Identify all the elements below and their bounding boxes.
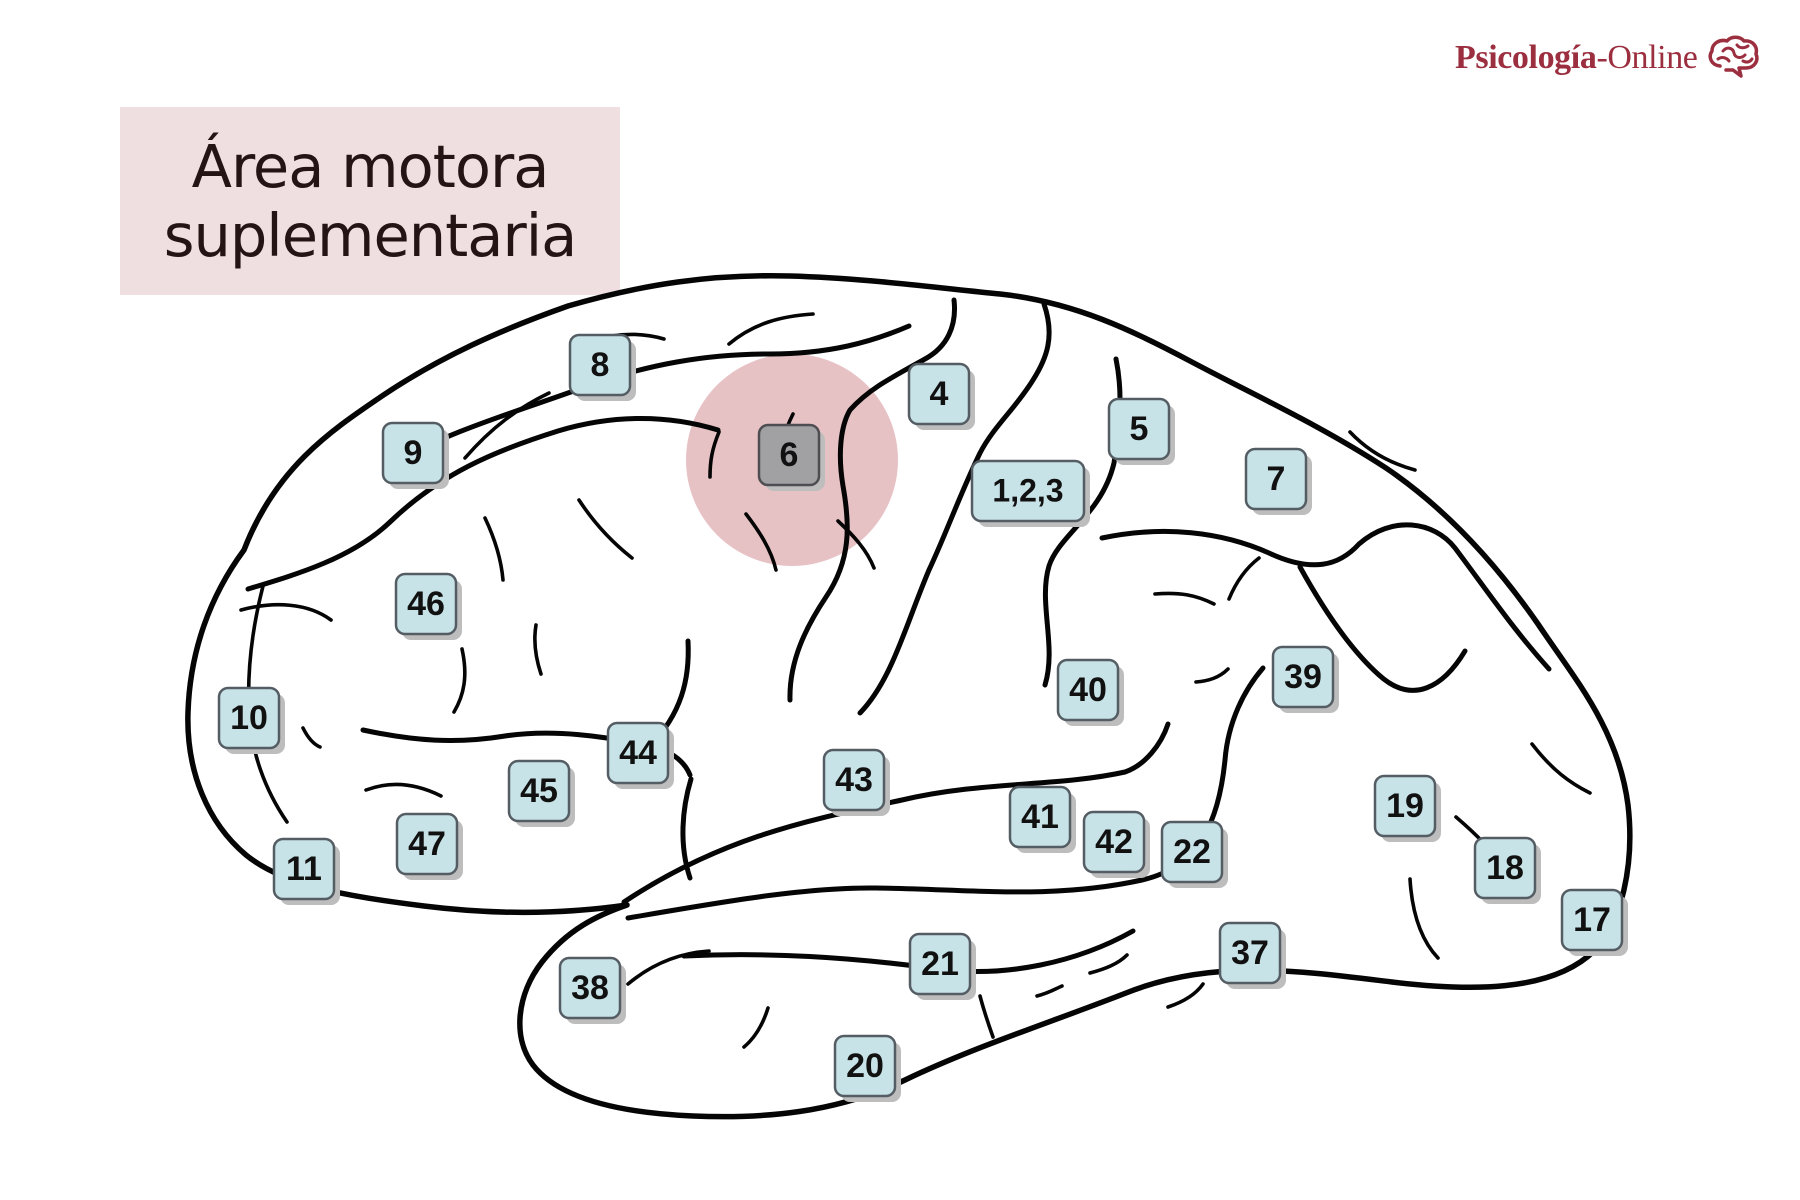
inferior-frontal-gyrus-sulcus — [364, 782, 443, 798]
inferior-temporal-sulcus — [681, 928, 1136, 974]
area-label-19-text: 19 — [1386, 787, 1424, 825]
frontal-sulcus-small-5 — [483, 516, 505, 582]
ascending-ramus — [680, 776, 694, 881]
area-label-17-text: 17 — [1573, 901, 1611, 939]
area-label-6[interactable]: 6 — [757, 423, 825, 491]
frontal-sulcus-small-11 — [836, 519, 876, 570]
brand-name: Psicología-Online — [1455, 39, 1698, 77]
inferior-frontal-sulcus — [245, 416, 721, 592]
area-label-40[interactable]: 40 — [1056, 658, 1124, 726]
title-line-1: Área motora — [191, 131, 550, 201]
brain-outline — [185, 273, 1633, 1120]
superior-frontal-sulcus — [385, 323, 912, 469]
area-label-4-text: 4 — [930, 375, 949, 413]
area-label-9-text: 9 — [404, 434, 423, 472]
area-label-9[interactable]: 9 — [381, 421, 449, 489]
area-label-6-text: 6 — [780, 436, 799, 474]
frontal-sulcus-small-4 — [577, 498, 634, 560]
area-label-4[interactable]: 4 — [907, 362, 975, 430]
parietal-sulcus-2 — [1227, 556, 1261, 601]
parietal-sulcus-3 — [1348, 430, 1417, 472]
parietal-sulcus-4 — [1194, 667, 1230, 684]
area-label-1-2-3[interactable]: 1,2,3 — [970, 459, 1090, 527]
area-label-22[interactable]: 22 — [1160, 820, 1228, 888]
frontal-sulcus-small-12 — [301, 726, 322, 749]
temporal-sulcus-small-5 — [1166, 982, 1205, 1009]
area-labels: 8 9 6 4 5 1,2,3 7 — [217, 333, 1628, 1102]
brand-name-light: -Online — [1596, 39, 1698, 76]
area-label-10[interactable]: 10 — [217, 686, 285, 754]
area-label-44[interactable]: 44 — [606, 721, 674, 789]
area-label-8-text: 8 — [591, 346, 610, 384]
area-label-21[interactable]: 21 — [908, 932, 976, 1000]
area-label-42-text: 42 — [1095, 823, 1133, 861]
area-label-17[interactable]: 17 — [1560, 888, 1628, 956]
lateral-sulcus — [621, 721, 1171, 905]
area-label-44-text: 44 — [619, 734, 657, 772]
area-label-43[interactable]: 43 — [822, 748, 890, 816]
area-label-21-text: 21 — [921, 945, 959, 983]
precentral-sulcus — [787, 297, 958, 703]
area-label-42[interactable]: 42 — [1082, 810, 1150, 878]
brand-name-bold: Psicología — [1455, 39, 1597, 76]
diagram-title: Área motora suplementaria — [163, 131, 578, 270]
occipital-sulcus-3 — [1408, 877, 1440, 960]
area-label-43-text: 43 — [835, 761, 873, 799]
frontal-sulcus-small-3 — [727, 312, 815, 346]
area-label-46-text: 46 — [407, 585, 445, 623]
area-label-46[interactable]: 46 — [394, 572, 462, 640]
temporal-sulcus-small-4 — [742, 1006, 770, 1049]
title-line-2: suplementaria — [163, 201, 578, 270]
area-label-45-text: 45 — [520, 772, 558, 810]
area-label-38[interactable]: 38 — [558, 956, 626, 1024]
area-label-47-text: 47 — [408, 825, 446, 863]
parietal-sulcus-1 — [1153, 591, 1216, 606]
area-label-38-text: 38 — [571, 969, 609, 1007]
occipital-sulcus-1 — [1530, 742, 1592, 795]
area-label-7[interactable]: 7 — [1244, 447, 1312, 515]
area-label-37[interactable]: 37 — [1218, 921, 1286, 989]
area-label-22-text: 22 — [1173, 833, 1211, 871]
area-label-11[interactable]: 11 — [272, 837, 340, 905]
area-label-18[interactable]: 18 — [1473, 836, 1541, 904]
area-label-20[interactable]: 20 — [833, 1034, 901, 1102]
area-label-5[interactable]: 5 — [1107, 397, 1175, 465]
temporal-sulcus-small-1 — [1035, 984, 1064, 998]
area-label-37-text: 37 — [1231, 934, 1269, 972]
area-label-11-text: 11 — [286, 850, 322, 888]
area-label-45[interactable]: 45 — [507, 759, 575, 827]
superior-temporal-sulcus — [625, 665, 1266, 921]
brain-icon — [1708, 35, 1759, 78]
temporal-pole-sulcus — [626, 949, 711, 986]
area-label-41-text: 41 — [1021, 798, 1059, 836]
temporal-sulcus-small-2 — [1088, 953, 1129, 975]
frontal-sulcus-small-9 — [708, 430, 721, 479]
area-label-47[interactable]: 47 — [395, 812, 463, 880]
parieto-occipital-sulcus — [1297, 564, 1468, 693]
area-label-1-2-3-text: 1,2,3 — [992, 472, 1063, 508]
area-label-41[interactable]: 41 — [1008, 785, 1076, 853]
area-label-40-text: 40 — [1069, 671, 1107, 709]
area-label-7-text: 7 — [1267, 460, 1286, 498]
brain-outline-group — [185, 273, 1633, 1120]
area-label-10-text: 10 — [230, 699, 268, 737]
area-label-39[interactable]: 39 — [1271, 645, 1339, 713]
frontal-sulcus-small-7 — [452, 647, 467, 714]
frontal-sulcus-small-8 — [744, 512, 778, 572]
temporal-sulcus-small-3 — [978, 994, 995, 1039]
area-label-5-text: 5 — [1130, 410, 1149, 448]
frontal-sulcus-small-1 — [463, 391, 551, 460]
area-label-19[interactable]: 19 — [1373, 774, 1441, 842]
brand-logo: Psicología-Online — [1455, 34, 1785, 82]
area-label-18-text: 18 — [1486, 849, 1524, 887]
area-label-20-text: 20 — [846, 1047, 884, 1085]
frontal-sulcus-small-6 — [533, 623, 543, 676]
frontal-marginal-sulcus — [239, 602, 333, 622]
intraparietal-sulcus — [1099, 522, 1552, 672]
area-label-8[interactable]: 8 — [568, 333, 636, 401]
title-panel: Área motora suplementaria — [120, 107, 620, 295]
area-label-39-text: 39 — [1284, 658, 1322, 696]
